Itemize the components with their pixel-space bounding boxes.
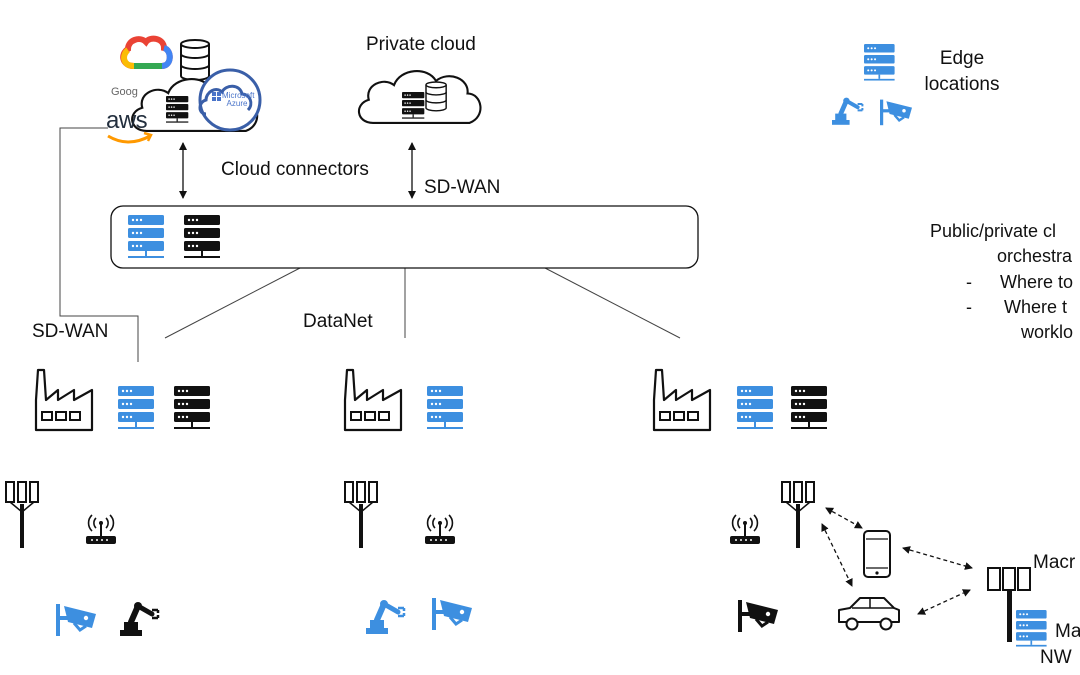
orch-line-2: orchestra <box>997 246 1073 266</box>
site-1-router-icon <box>85 514 117 545</box>
azure-logo-icon <box>198 68 262 132</box>
factory-3-icon <box>652 368 712 432</box>
orch-bullet-2: - <box>966 297 972 317</box>
site-3-server-black-icon <box>791 386 827 429</box>
orch-bullet-1: - <box>966 272 972 292</box>
site-1-camera-icon <box>54 602 98 638</box>
car-icon <box>838 597 900 631</box>
orch-line-4: Where t <box>1004 297 1068 317</box>
azure-text-line1: Microsoft <box>222 91 255 100</box>
datanet-label: DataNet <box>303 311 373 332</box>
macro-label: Macr <box>1033 552 1076 573</box>
edge-label-line2: locations <box>924 74 1000 95</box>
factory-1-icon <box>34 368 94 432</box>
phone-macro-link <box>902 546 973 570</box>
datanet-hub <box>110 205 699 269</box>
site-1-server-blue-icon <box>118 386 154 429</box>
site-1-tower-icon <box>5 481 39 549</box>
smartphone-icon <box>863 530 891 578</box>
tower-phone-link <box>825 507 863 529</box>
azure-logo-text: Microsoft Azure <box>222 91 255 109</box>
private-cloud-label: Private cloud <box>366 34 476 55</box>
site-3-server-blue-icon <box>737 386 773 429</box>
datanet-link-right <box>544 267 681 339</box>
sd-wan-top-label: SD-WAN <box>424 177 501 198</box>
sd-wan-left-link <box>59 127 139 362</box>
ma-label: Ma <box>1055 621 1080 642</box>
site-1-robot-icon <box>120 602 158 636</box>
site-1-server-black-icon <box>174 386 210 429</box>
macro-tower-icon <box>987 567 1031 642</box>
aws-smile-icon <box>107 134 151 144</box>
car-macro-link <box>917 589 971 615</box>
site-3-camera-icon <box>736 598 780 634</box>
orch-line-5: worklo <box>1021 322 1074 342</box>
site-2-router-icon <box>424 514 456 545</box>
nw-label: NW <box>1040 647 1072 668</box>
edge-label-line1: Edge <box>939 48 985 69</box>
azure-cloud-outline <box>198 84 253 116</box>
factory-2-icon <box>343 368 403 432</box>
sd-wan-left-label: SD-WAN <box>32 321 109 342</box>
google-logo-text: Goog <box>111 86 138 98</box>
tower-car-link <box>821 523 853 587</box>
aws-logo-text: aws <box>106 107 148 134</box>
site-2-tower-icon <box>344 481 378 549</box>
cloud-connectors-label: Cloud connectors <box>221 159 369 180</box>
edge-location-server-icon <box>864 44 895 81</box>
site-2-robot-icon <box>366 600 404 634</box>
private-cloud-database-icon <box>425 81 447 112</box>
datanet-link-left <box>164 267 301 339</box>
macro-server-icon <box>1016 610 1047 647</box>
public-cloud-database-icon <box>180 39 210 81</box>
site-3-tower-icon <box>781 481 815 549</box>
site-2-camera-icon <box>430 596 474 632</box>
azure-text-line2: Azure <box>226 99 248 109</box>
azure-windows-icon <box>212 92 221 101</box>
orch-line-3: Where to <box>1000 272 1074 292</box>
edge-camera-icon <box>878 98 914 127</box>
orch-line-1: Public/private cl <box>930 221 1057 241</box>
edge-robot-icon <box>832 98 862 125</box>
edge-locations-label: Edge locations <box>914 46 1010 98</box>
site-3-router-icon <box>729 514 761 545</box>
google-cloud-logo-icon <box>120 35 173 69</box>
site-2-server-blue-icon <box>427 386 463 429</box>
